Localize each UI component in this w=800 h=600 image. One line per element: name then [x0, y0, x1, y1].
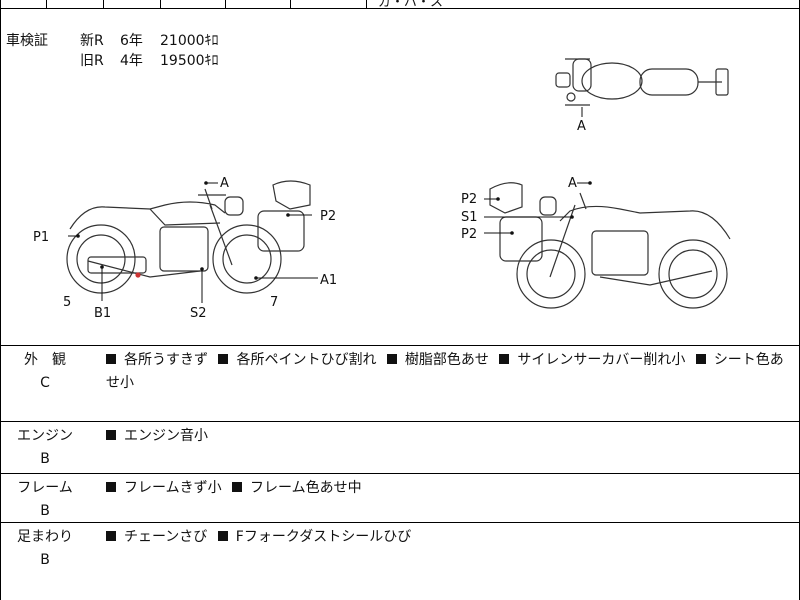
- bullet-icon: [386, 354, 397, 364]
- vehicle-inspection-certificate: 車検証 新R 6年 21000ｷﾛ 旧R 4年 19500ｷﾛ: [6, 31, 219, 71]
- bullet-icon: [695, 354, 706, 364]
- section-suspension: 足まわり B チェーンさび Fフォークダストシールひび: [0, 523, 800, 600]
- cert-era: 旧R: [80, 53, 104, 69]
- note-item: 各所うすきず: [124, 352, 208, 368]
- header-divider: [103, 0, 104, 8]
- note-item: フレームきず小: [124, 480, 222, 496]
- note-item: サイレンサーカバー削れ小: [517, 352, 686, 368]
- section-grade: C: [40, 375, 50, 391]
- section-name: 足まわり: [17, 529, 73, 545]
- section-name: エンジン: [17, 428, 73, 444]
- section-heading: 足まわり B: [0, 523, 90, 572]
- section-notes: 各所うすきず 各所ペイントひび割れ 樹脂部色あせ サイレンサーカバー削れ小 シー…: [106, 349, 788, 395]
- section-heading: エンジン B: [0, 422, 90, 471]
- condition-diagram: 車検証 新R 6年 21000ｷﾛ 旧R 4年 19500ｷﾛ: [0, 9, 800, 346]
- section-heading: 外 観 C: [0, 346, 90, 395]
- mark-right-s1: S1: [461, 210, 478, 225]
- top-view-motorcycle: [555, 58, 729, 106]
- mark-left-a: A: [220, 176, 229, 191]
- motorcycle-drawings: A A P1 P2 A1 5 7 B1 S2 A P2 S1 P2: [33, 58, 731, 321]
- mark-left-p1: P1: [33, 230, 49, 245]
- bullet-icon: [499, 354, 510, 364]
- bullet-icon: [218, 354, 229, 364]
- header-divider: [160, 0, 161, 8]
- section-name: 外 観: [24, 352, 66, 368]
- note-item: チェーンさび: [124, 529, 208, 545]
- section-engine: エンジン B エンジン音小: [0, 422, 800, 474]
- bullet-icon: [217, 531, 228, 541]
- note-item: エンジン音小: [124, 428, 208, 444]
- header-divider: [290, 0, 291, 8]
- top-header-strip: ガ・バ・ス: [0, 0, 800, 10]
- mark-left-7: 7: [270, 295, 278, 310]
- cert-label: 車検証: [6, 33, 48, 49]
- bullet-icon: [106, 482, 116, 492]
- header-text-fragment: ガ・バ・ス: [378, 0, 444, 10]
- section-grade: B: [40, 503, 50, 519]
- mark-right-a: A: [568, 176, 577, 191]
- mark-left-b1: B1: [94, 306, 111, 321]
- note-item: Fフォークダストシールひび: [235, 529, 412, 545]
- header-divider: [225, 0, 226, 8]
- cert-row-new: 車検証 新R 6年 21000ｷﾛ: [6, 31, 219, 51]
- left-side-motorcycle: [66, 180, 311, 294]
- section-notes: フレームきず小 フレーム色あせ中: [106, 477, 788, 500]
- cert-years: 6年: [120, 33, 143, 49]
- bullet-icon: [106, 354, 116, 364]
- header-divider: [366, 0, 367, 8]
- section-notes: エンジン音小: [106, 425, 788, 448]
- note-item: 各所ペイントひび割れ: [236, 352, 377, 368]
- section-notes: チェーンさび Fフォークダストシールひび: [106, 526, 788, 549]
- note-item: 樹脂部色あせ: [404, 352, 489, 368]
- mark-left-p2: P2: [320, 209, 336, 224]
- section-grade: B: [40, 552, 50, 568]
- section-frame: フレーム B フレームきず小 フレーム色あせ中: [0, 474, 800, 523]
- mark-left-a1: A1: [320, 273, 337, 288]
- section-name: フレーム: [17, 480, 73, 496]
- mark-left-s2: S2: [190, 306, 207, 321]
- bullet-icon: [106, 531, 116, 541]
- header-divider: [46, 0, 47, 8]
- mark-top-a: A: [577, 119, 586, 134]
- mark-right-p2-lower: P2: [461, 227, 477, 242]
- note-item: シート色あせ小: [106, 352, 784, 391]
- cert-era: 新R: [80, 33, 104, 49]
- mark-right-p2-upper: P2: [461, 192, 477, 207]
- section-grade: B: [40, 451, 50, 467]
- left-border: [0, 0, 1, 600]
- cert-row-old: 旧R 4年 19500ｷﾛ: [6, 51, 219, 71]
- mark-left-5: 5: [63, 295, 71, 310]
- bullet-icon: [232, 482, 243, 492]
- right-side-motorcycle: [489, 182, 731, 309]
- cert-years: 4年: [120, 53, 143, 69]
- section-exterior: 外 観 C 各所うすきず 各所ペイントひび割れ 樹脂部色あせ サイレンサーカバー…: [0, 346, 800, 422]
- cert-km: 19500ｷﾛ: [160, 53, 219, 69]
- cert-km: 21000ｷﾛ: [160, 33, 219, 49]
- bullet-icon: [106, 430, 116, 440]
- section-heading: フレーム B: [0, 474, 90, 523]
- note-item: フレーム色あせ中: [250, 480, 362, 496]
